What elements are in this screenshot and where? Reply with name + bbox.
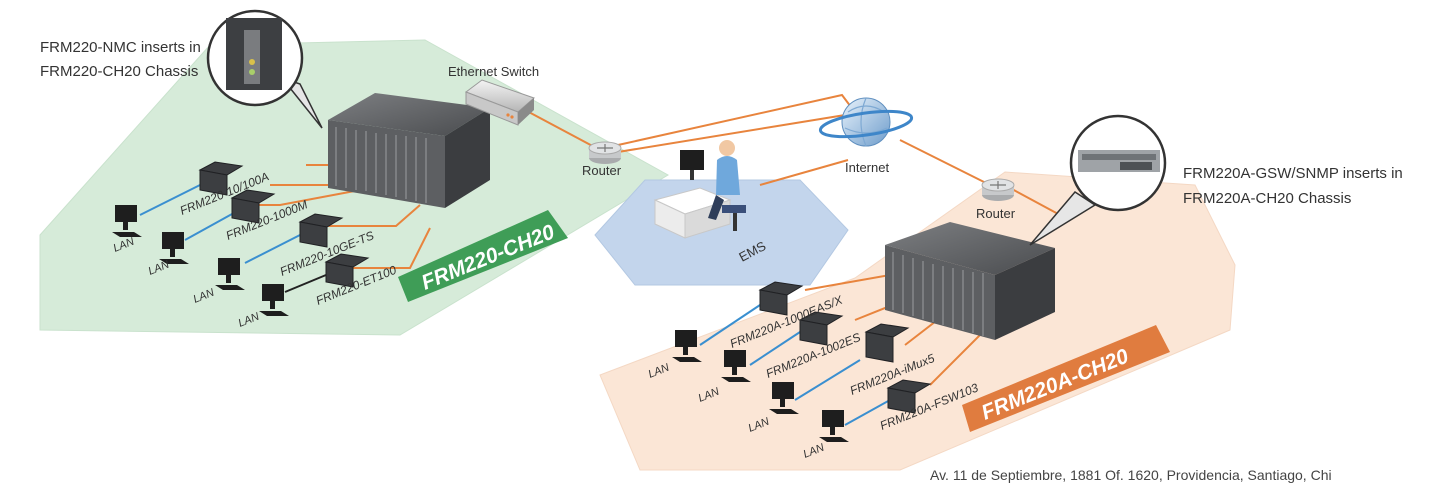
right-callout-bubble (1029, 114, 1167, 246)
ethernet-switch-label: Ethernet Switch (448, 64, 539, 79)
right-lan-pc-icons (672, 330, 849, 442)
left-callout-line-2: FRM220-CH20 Chassis (40, 63, 198, 80)
left-lan-pc-icons (112, 205, 289, 316)
right-router-label: Router (976, 206, 1016, 221)
ems-zone-background (594, 179, 849, 286)
footer-address: Av. 11 de Septiembre, 1881 Of. 1620, Pro… (930, 467, 1332, 483)
left-router-label: Router (582, 163, 622, 178)
right-callout-line-1: FRM220A-GSW/SNMP inserts in (1183, 165, 1403, 182)
left-device-icons (198, 161, 370, 288)
left-callout-bubble (206, 9, 323, 129)
right-callout-text: FRM220A-GSW/SNMP inserts in FRM220A-CH20… (1183, 165, 1403, 207)
left-router-icon (588, 141, 622, 164)
right-device-icons (758, 281, 932, 414)
right-router-icon (981, 178, 1015, 201)
right-chassis (885, 222, 1055, 340)
left-chassis (328, 93, 490, 208)
right-callout-line-2: FRM220A-CH20 Chassis (1183, 190, 1351, 207)
left-callout-line-1: FRM220-NMC inserts in (40, 39, 201, 56)
ems-workstation-icon (653, 140, 746, 239)
internet-globe-icon (818, 97, 914, 147)
internet-label: Internet (845, 160, 889, 175)
left-callout-text: FRM220-NMC inserts in FRM220-CH20 Chassi… (40, 39, 201, 80)
ethernet-switch-icon (464, 79, 535, 126)
lan-links (139, 184, 891, 426)
